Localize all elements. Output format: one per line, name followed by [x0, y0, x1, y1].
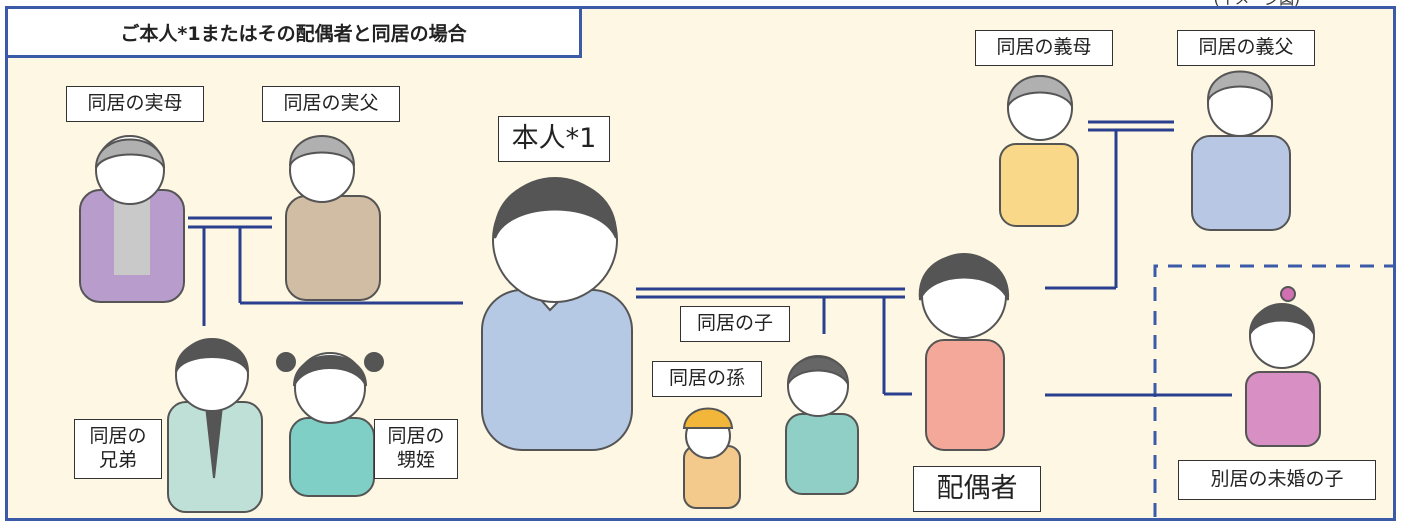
- label-separate-child: 別居の未婚の子: [1178, 460, 1376, 500]
- label-child: 同居の子: [680, 306, 790, 342]
- grandchild-figure: [682, 407, 741, 509]
- separate-household-border: [1153, 264, 1395, 517]
- label-grandchild: 同居の孫: [652, 361, 762, 397]
- self-figure: [481, 177, 633, 451]
- label-sibling: 同居の 兄弟: [74, 419, 162, 479]
- label-niece-line2: 甥姪: [396, 449, 435, 471]
- corner-note: (イメージ図): [1214, 0, 1300, 9]
- sibling-figure: [167, 338, 263, 513]
- niece-figure: [276, 352, 384, 497]
- label-father-in-law: 同居の義父: [1177, 30, 1315, 66]
- label-mother-in-law: 同居の義母: [975, 30, 1113, 66]
- diagram-title: ご本人*1またはその配偶者と同居の場合: [5, 6, 582, 58]
- label-niece: 同居の 甥姪: [374, 419, 458, 479]
- label-sibling-line2: 兄弟: [98, 449, 137, 471]
- label-niece-line1: 同居の: [387, 425, 445, 448]
- father-in-law-figure: [1191, 70, 1291, 231]
- label-sibling-line1: 同居の: [89, 425, 147, 448]
- spouse-figure: [918, 253, 1010, 451]
- child-figure: [785, 355, 859, 495]
- label-self: 本人*1: [498, 116, 610, 162]
- label-father: 同居の実父: [262, 86, 400, 122]
- label-mother: 同居の実母: [66, 86, 204, 122]
- mother-in-law-figure: [999, 75, 1079, 227]
- relation-lines: [188, 120, 1232, 397]
- father-figure: [285, 135, 381, 301]
- label-spouse: 配偶者: [913, 466, 1041, 512]
- mother-figure: [79, 135, 185, 303]
- separate-child-figure: [1245, 286, 1321, 447]
